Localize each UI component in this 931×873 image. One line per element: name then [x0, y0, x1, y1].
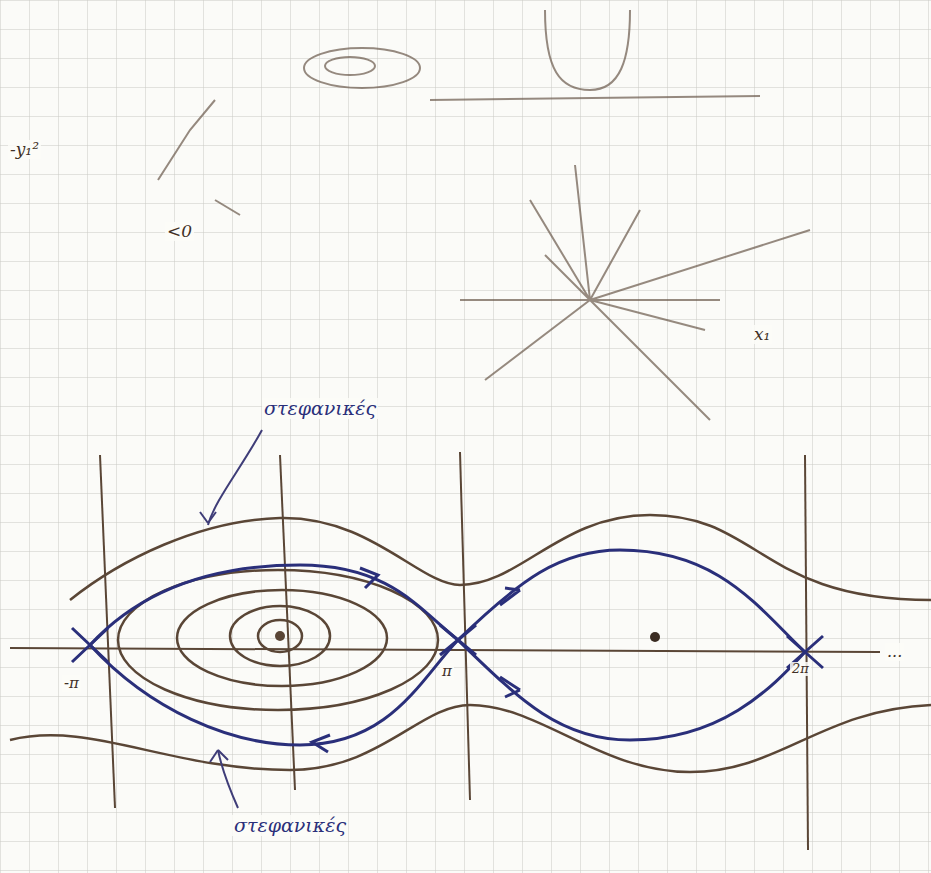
sketch-note: <0 — [165, 222, 194, 241]
axis-label: x₁ — [752, 325, 772, 344]
curve-label: στεφανικές — [262, 398, 378, 419]
axis-tick: π — [440, 663, 454, 680]
sketch-note: -y₁² — [8, 140, 41, 159]
axis-tick: 2π — [790, 662, 811, 676]
axis-tick: -π — [62, 675, 81, 692]
curve-label: στεφανικές — [232, 815, 348, 836]
continuation-mark: ... — [885, 643, 904, 661]
